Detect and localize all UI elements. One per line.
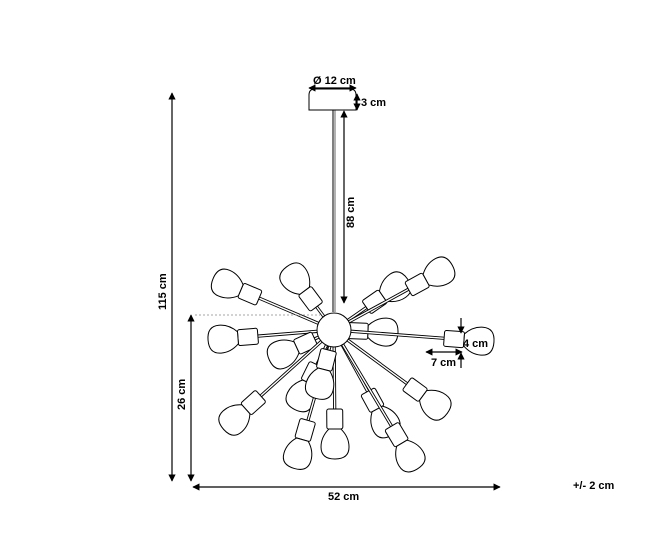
canopy-height-label: 3 cm [361, 97, 386, 109]
tolerance-note: +/- 2 cm [573, 480, 615, 492]
center-hub [316, 312, 352, 348]
bulb-arm [207, 324, 319, 354]
bulb-arm [340, 343, 401, 439]
total-width-label: 52 cm [328, 491, 359, 503]
bulb-arm [218, 339, 323, 436]
body-height-label: 26 cm [176, 379, 188, 410]
bulb-arm [341, 342, 426, 473]
bulb-height-label: 4 cm [463, 338, 488, 350]
bulb-arm [346, 271, 412, 322]
sputnik-fixture [207, 256, 495, 473]
canopy-diameter-label: Ø 12 cm [313, 75, 356, 87]
arm-length-label: 7 cm [431, 357, 456, 369]
bulb-arm [266, 331, 321, 370]
dimension-lines [168, 84, 501, 491]
ceiling-canopy [308, 88, 357, 111]
bulb-arm [349, 326, 495, 356]
total-height-label: 115 cm [157, 273, 169, 310]
bulb-arm [210, 268, 320, 325]
bulb-arm [304, 344, 337, 400]
bulb-arm [346, 338, 452, 421]
bulb-arm [347, 256, 456, 324]
bulb-arm [279, 262, 326, 318]
cable-length-label: 88 cm [345, 197, 357, 228]
